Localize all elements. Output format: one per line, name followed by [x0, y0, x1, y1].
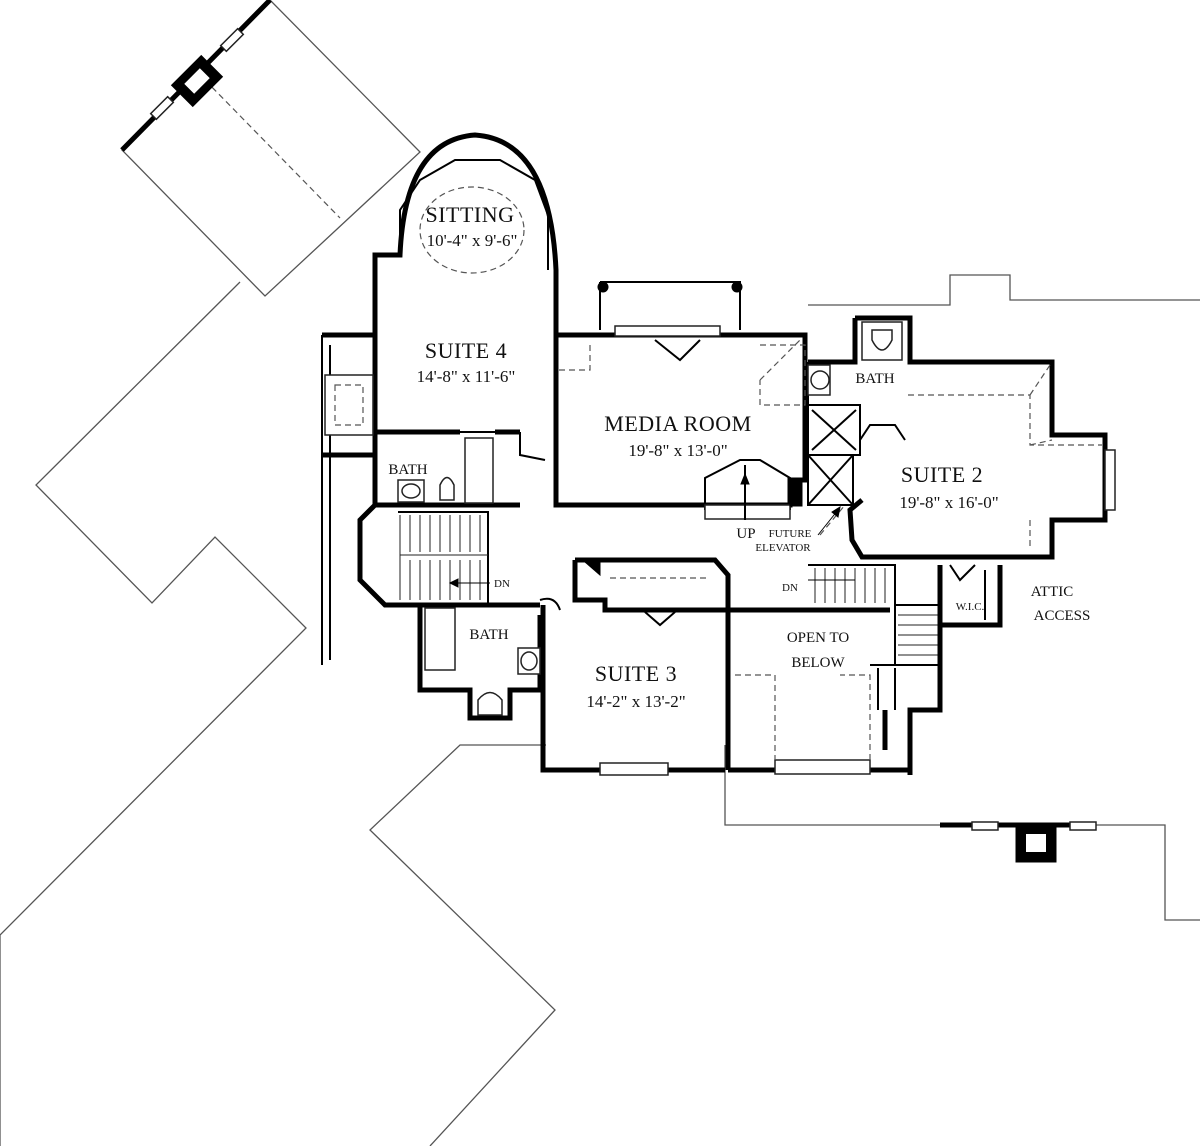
up-arrow-icon: [740, 472, 750, 520]
elevator-label-line-1: FUTURE: [769, 528, 812, 540]
open-to-below-line-2: BELOW: [791, 655, 845, 671]
stair-dn-label-left: DN: [494, 578, 510, 590]
room-name-bath-suite-4: BATH: [388, 462, 427, 478]
stair-up-label: UP: [736, 526, 755, 542]
room-dims-suite-3: 14'-2" x 13'-2": [586, 692, 685, 711]
room-name-media-room: MEDIA ROOM: [604, 411, 751, 436]
room-name-suite-2: SUITE 2: [901, 462, 983, 487]
room-dims-sitting: 10'-4" x 9'-6": [427, 231, 518, 250]
open-to-below-line-1: OPEN TO: [787, 630, 850, 646]
stair-left: [357, 503, 490, 608]
room-dims-suite-2: 19'-8" x 16'-0": [899, 493, 998, 512]
room-dims-suite-4: 14'-8" x 11'-6": [417, 367, 516, 386]
room-dims-media-room: 19'-8" x 13'-0": [628, 441, 727, 460]
stair-dn-label-right: DN: [782, 582, 798, 594]
open-to-below-walls: [725, 565, 943, 775]
room-name-suite-4: SUITE 4: [425, 338, 507, 363]
suite-4-walls: [321, 132, 559, 665]
room-name-wic: W.I.C.: [956, 601, 985, 613]
chimney-icon: [149, 27, 245, 121]
bath-suite-4-walls: [375, 431, 546, 508]
suite-2-walls: [807, 315, 1116, 628]
chimney-icon: [971, 821, 1097, 863]
room-name-sitting: SITTING: [425, 202, 514, 227]
attic-access-line-1: ATTIC: [1031, 584, 1074, 600]
room-name-bath-suite-2: BATH: [855, 371, 894, 387]
media-room-walls: [553, 281, 808, 520]
attic-access-line-2: ACCESS: [1034, 608, 1091, 624]
elevator-label-line-2: ELEVATOR: [755, 542, 811, 554]
room-name-suite-3: SUITE 3: [595, 661, 677, 686]
room-name-bath-suite-3: BATH: [469, 627, 508, 643]
elevator-arrow-icon: [817, 505, 841, 536]
suite-3-walls: [417, 557, 731, 776]
